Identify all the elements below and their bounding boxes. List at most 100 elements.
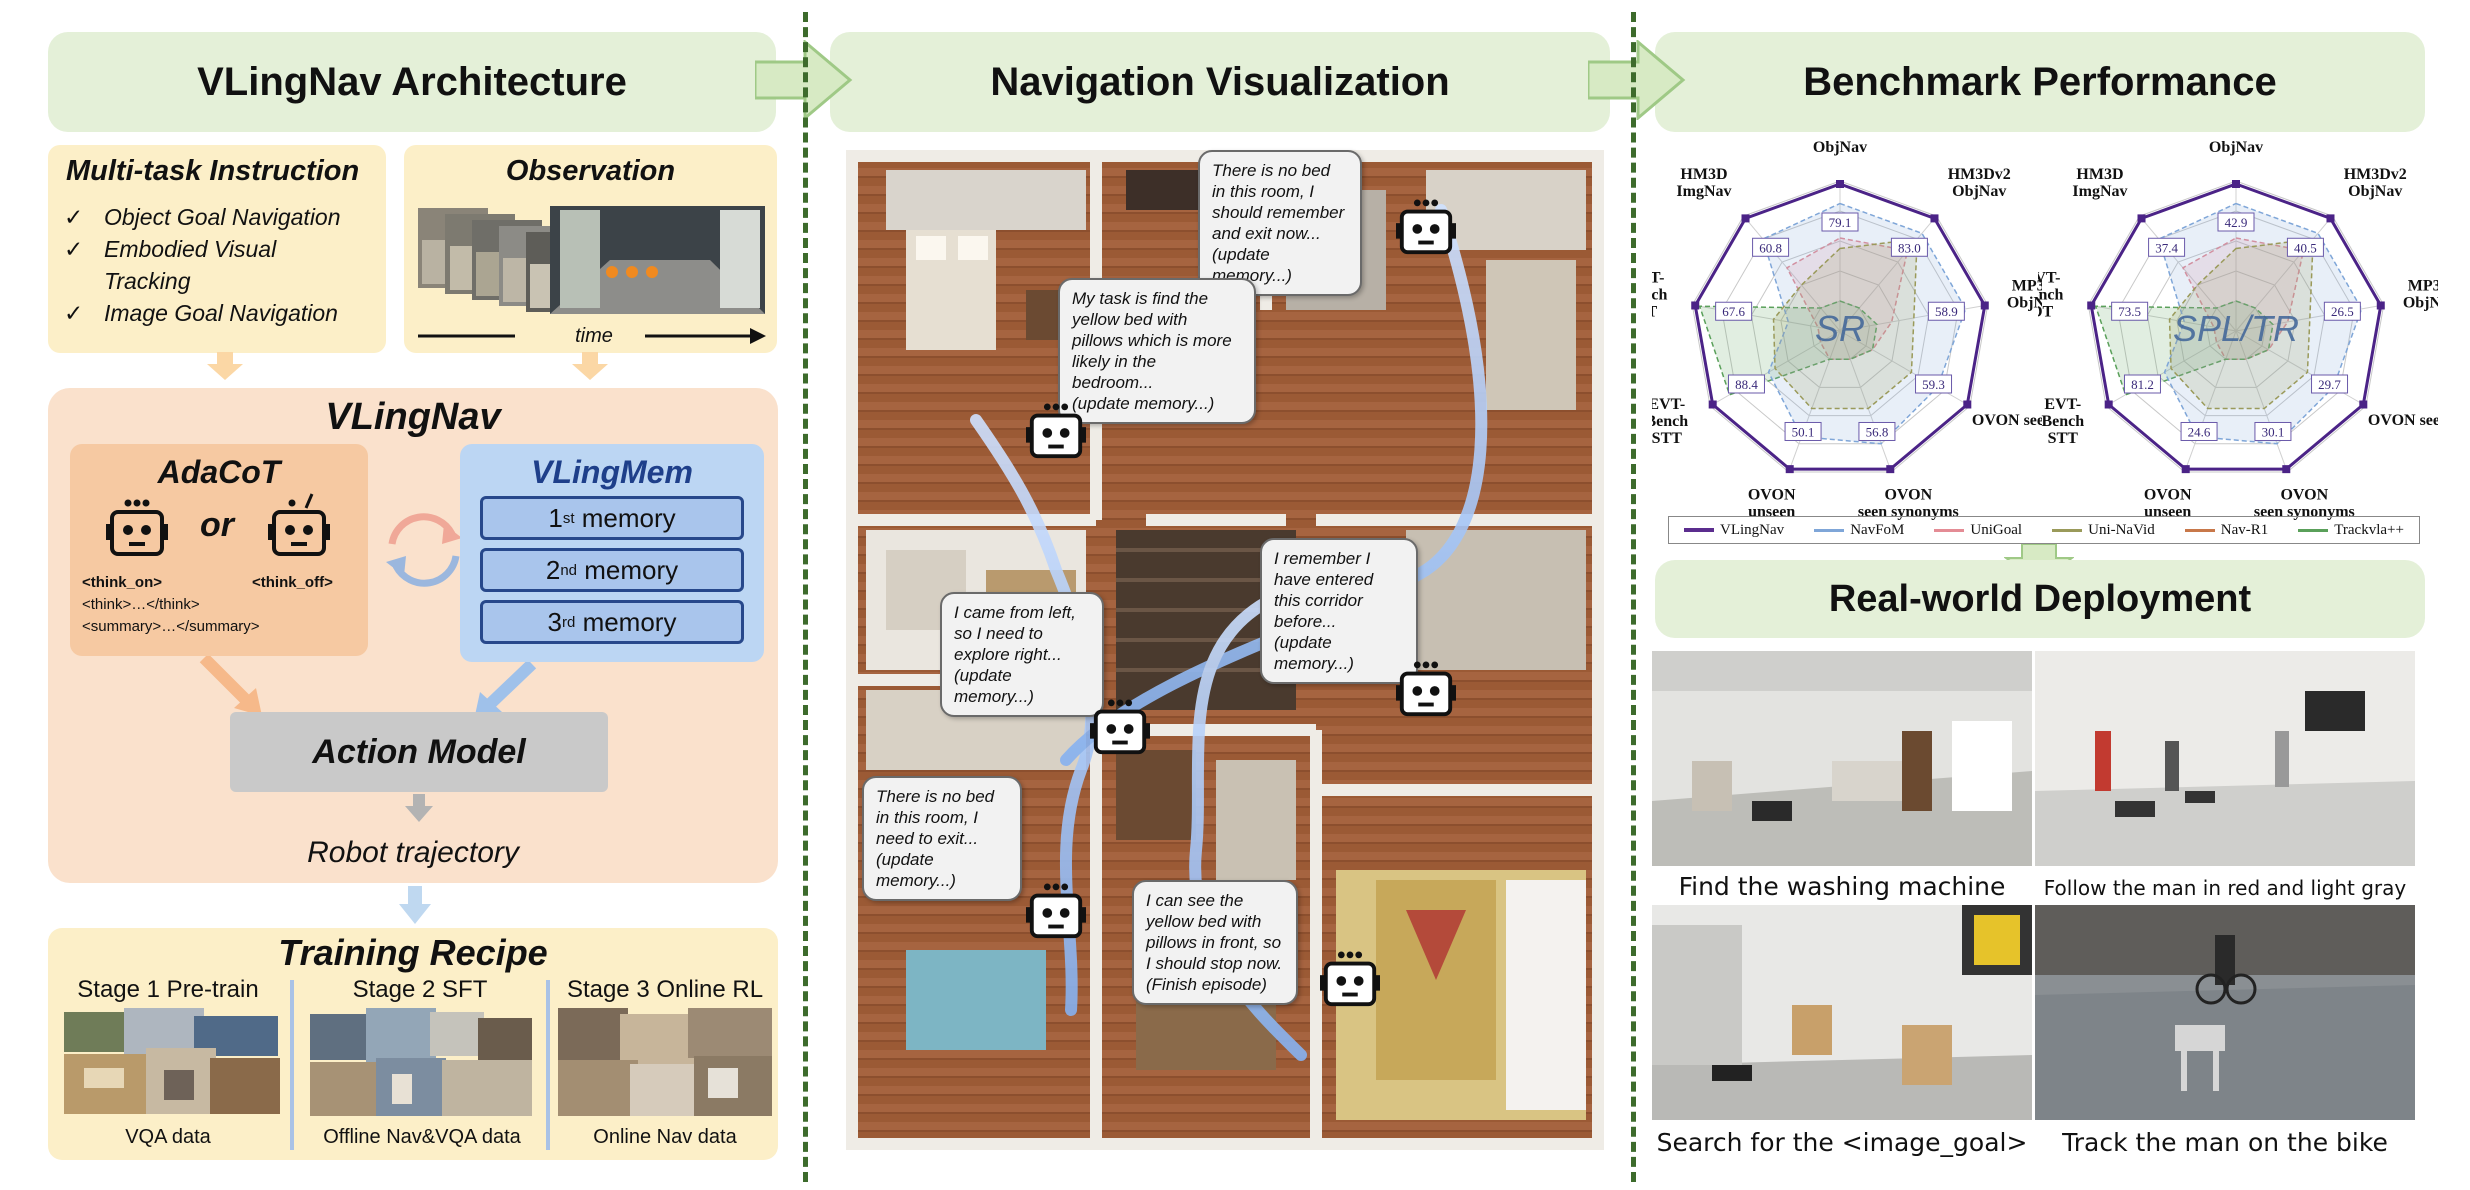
value-box xyxy=(1915,374,1953,394)
value-label: 79.1 xyxy=(1829,215,1852,230)
multitask-title: Multi-task Instruction xyxy=(66,155,360,187)
arrow-down-icon xyxy=(207,352,243,380)
value-box xyxy=(1715,301,1753,321)
data-point xyxy=(1785,465,1794,474)
grid-ring xyxy=(2176,270,2296,388)
baseline-area xyxy=(1772,238,1918,410)
adacot-card: AdaCoT or <think_on> <think_off> <think>… xyxy=(70,444,368,656)
think-on-label: <think_on> xyxy=(82,574,163,591)
header-navigation: Navigation Visualization xyxy=(830,32,1610,132)
value-label: 42.9 xyxy=(2225,215,2248,230)
stage-divider xyxy=(290,980,294,1150)
arrow-down-icon xyxy=(405,794,433,822)
stage-3-collage xyxy=(558,1008,772,1116)
data-point xyxy=(2104,400,2113,409)
baseline-area xyxy=(2168,238,2314,410)
data-point xyxy=(2232,180,2240,188)
grid-spoke xyxy=(1839,215,1937,332)
check-icon: ✓ xyxy=(64,236,84,262)
robot-icon xyxy=(1026,403,1086,459)
robot-icon xyxy=(1396,199,1456,255)
training-card: Training Recipe Stage 1 Pre-train VQA da… xyxy=(48,928,778,1160)
multitask-card: Multi-task Instruction ✓Object Goal Navi… xyxy=(48,145,386,353)
baseline-area xyxy=(1698,300,1878,396)
or-label: or xyxy=(200,506,234,544)
grid-ring xyxy=(1691,180,1989,473)
series-vlingnav xyxy=(2089,182,2383,471)
stage-2-title: Stage 2 SFT xyxy=(352,976,488,1003)
grid-spoke xyxy=(1743,215,1841,332)
speech-bubble: My task is find the yellow bed with pill… xyxy=(1058,278,1256,424)
deployment-photo xyxy=(1652,905,2032,1120)
grid-spoke xyxy=(1788,330,1841,473)
legend-swatch xyxy=(2298,528,2329,532)
robot-icon xyxy=(1320,951,1380,1007)
value-label: 30.1 xyxy=(2262,424,2285,439)
grid-spoke xyxy=(2235,330,2288,473)
axis-label: MP3DObjNav xyxy=(2007,277,2042,311)
stage-1-caption: VQA data xyxy=(125,1126,211,1148)
data-point xyxy=(1708,400,1717,409)
think-off-label: <think_off> xyxy=(252,574,333,591)
grid-ring xyxy=(1721,210,1959,445)
summary-tag-label: <summary>…</summary> xyxy=(82,618,260,635)
baseline-area xyxy=(2094,300,2274,396)
value-box xyxy=(2323,301,2361,321)
value-label: 24.6 xyxy=(2188,424,2211,439)
stage-1-title: Stage 1 Pre-train xyxy=(77,976,259,1003)
value-box xyxy=(2148,237,2186,257)
center-label: SPL/TR xyxy=(2173,308,2299,349)
value-label: 26.5 xyxy=(2331,304,2354,319)
legend-swatch xyxy=(1814,528,1845,532)
value-box xyxy=(2123,374,2161,394)
grid-spoke xyxy=(2139,215,2237,332)
list-item: Embodied Visual Tracking xyxy=(104,236,277,294)
chart-legend: VLingNav NavFoM UniGoal Uni-NaVid Nav-R1… xyxy=(1668,516,2420,544)
arrow-icon xyxy=(199,656,262,716)
speech-bubble: I remember I have entered this corridor … xyxy=(1260,538,1418,684)
value-label: 60.8 xyxy=(1759,240,1782,255)
grid-spoke xyxy=(1839,330,1892,473)
data-point xyxy=(2282,465,2291,474)
value-label: 56.8 xyxy=(1866,424,1889,439)
arrow-down-icon xyxy=(399,886,431,924)
data-point xyxy=(2326,214,2335,223)
grid-ring xyxy=(1780,270,1900,388)
value-box xyxy=(1858,421,1896,441)
axis-label: EVT-BenchDT xyxy=(2038,269,2063,320)
robot-icon xyxy=(1090,699,1150,755)
value-label: 67.6 xyxy=(1722,304,1745,319)
data-point xyxy=(1836,180,1844,188)
deployment-photo xyxy=(2035,651,2415,866)
value-box xyxy=(2217,212,2255,232)
axis-label: HM3Dv1ObjNav xyxy=(1808,136,1871,156)
legend-item: VLingNav xyxy=(1684,522,1784,539)
value-label: 37.4 xyxy=(2155,240,2178,255)
baseline-area xyxy=(2157,202,2363,445)
data-point xyxy=(1886,465,1895,474)
data-point xyxy=(2376,301,2385,310)
deployment-caption: Search for the <image_goal> xyxy=(1656,1128,2028,1157)
value-box xyxy=(2111,301,2149,321)
vlingnav-card: VLingNav AdaCoT or <think_on> <think_off… xyxy=(48,388,778,883)
robot-icon xyxy=(1026,883,1086,939)
grid-ring xyxy=(2146,240,2326,417)
value-label: 59.3 xyxy=(1922,377,1945,392)
robot-icon xyxy=(1396,661,1456,717)
divider xyxy=(803,12,808,1182)
list-item: Image Goal Navigation xyxy=(104,300,338,326)
arrow-down-icon xyxy=(572,352,608,380)
value-box xyxy=(1821,212,1859,232)
value-label: 29.7 xyxy=(2318,377,2341,392)
value-label: 88.4 xyxy=(1735,377,1758,392)
legend-swatch xyxy=(1934,528,1965,532)
stage-1-collage xyxy=(64,1008,280,1114)
